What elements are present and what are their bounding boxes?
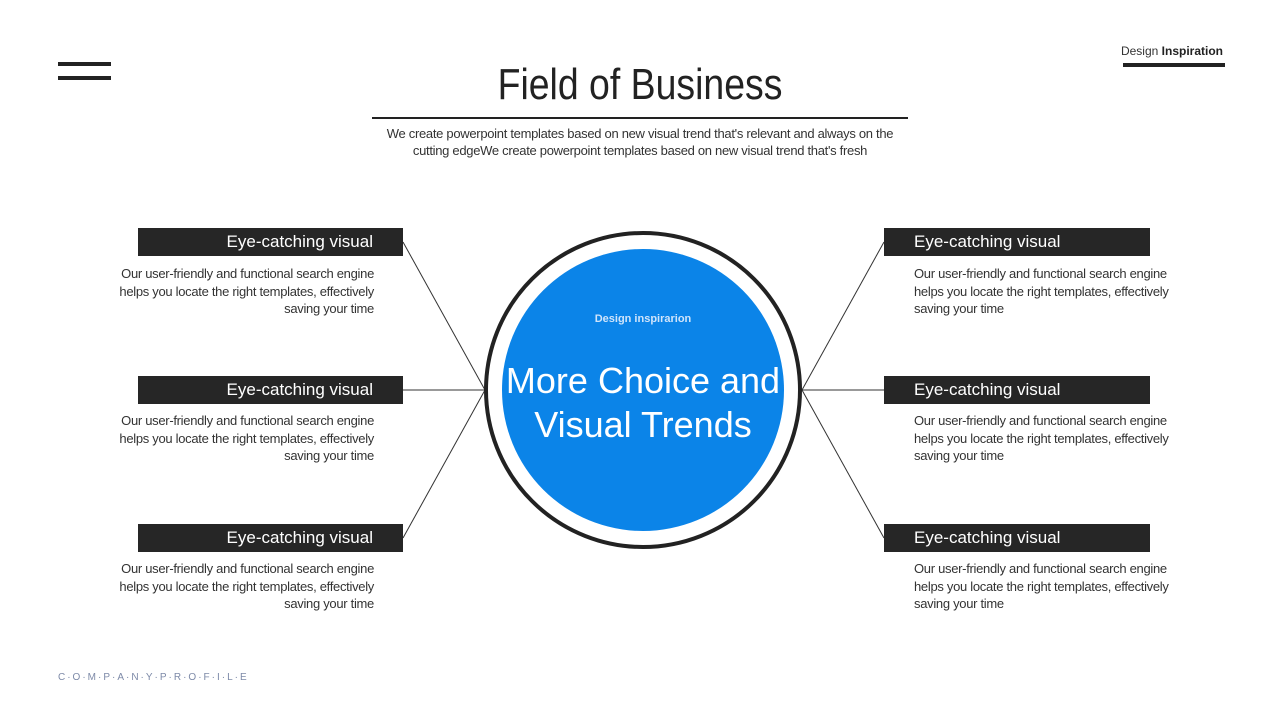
item-text: Our user-friendly and functional search … [914, 561, 1169, 611]
item-text: Our user-friendly and functional search … [119, 266, 374, 316]
brand-underline [1123, 63, 1225, 67]
item-title: Eye-catching visual [138, 228, 403, 256]
brand-label: Design Inspiration [1121, 44, 1223, 58]
item-text: Our user-friendly and functional search … [119, 413, 374, 463]
menu-icon [58, 62, 111, 66]
center-title-2: Visual Trends [534, 404, 752, 445]
center-circle [502, 249, 784, 531]
page-subtitle: We create powerpoint templates based on … [386, 126, 894, 158]
center-title-1: More Choice and [505, 360, 781, 401]
item-text: Our user-friendly and functional search … [914, 266, 1169, 316]
item-text: Our user-friendly and functional search … [914, 413, 1169, 463]
connector-line [801, 389, 885, 539]
center-label: Design inspirarion [594, 313, 692, 325]
item-title: Eye-catching visual [884, 524, 1150, 552]
footer-company-profile: C·O·M·P·A·N·Y·P·R·O·F·I·L·E [58, 672, 249, 683]
item-title: Eye-catching visual [138, 376, 403, 404]
item-text: Our user-friendly and functional search … [119, 561, 374, 611]
item-title: Eye-catching visual [138, 524, 403, 552]
connector-line [402, 241, 486, 391]
brand-bold: Inspiration [1161, 44, 1223, 58]
item-title: Eye-catching visual [884, 376, 1150, 404]
brand-regular: Design [1120, 44, 1159, 58]
connector-line [801, 241, 885, 391]
title-divider [372, 117, 908, 119]
page-title: Field of Business [497, 60, 783, 109]
menu-icon-bar [58, 76, 111, 80]
item-title: Eye-catching visual [884, 228, 1150, 256]
connector-line [402, 389, 486, 539]
